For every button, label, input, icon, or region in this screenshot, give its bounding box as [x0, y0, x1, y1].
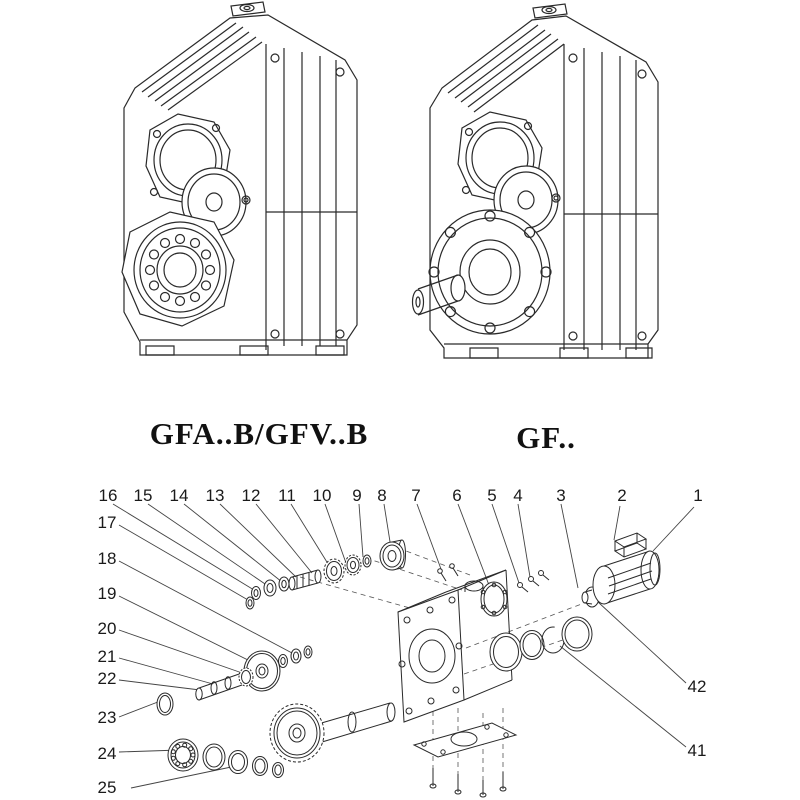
part-number-9: 9: [352, 486, 362, 505]
part-number-16: 16: [98, 486, 118, 505]
part-number-10: 10: [312, 486, 332, 505]
part-number-5: 5: [487, 486, 497, 505]
part-number-3: 3: [556, 486, 566, 505]
part-number-6: 6: [452, 486, 462, 505]
output-gear-and-shaft: [269, 702, 396, 763]
leader-lines: [112, 503, 695, 789]
part-number-2: 2: [617, 486, 627, 505]
part-number-41: 41: [687, 741, 707, 760]
part-number-11: 11: [278, 486, 296, 505]
part-number-15: 15: [133, 486, 153, 505]
part-number-1: 1: [693, 486, 703, 505]
motor-drawing: [581, 532, 661, 608]
part-number-20: 20: [97, 619, 117, 638]
part-number-24: 24: [97, 744, 117, 763]
part-number-22: 22: [97, 669, 117, 688]
part-number-19: 19: [97, 584, 117, 603]
part-number-21: 21: [97, 647, 117, 666]
part-number-23: 23: [97, 708, 117, 727]
part-number-18: 18: [97, 549, 117, 568]
flange-gasket-and-screws: [480, 570, 550, 617]
model-label-gfab: GFA..B/GFV..B: [149, 416, 369, 451]
base-plate-and-bolts: [412, 722, 518, 798]
part-number-7: 7: [411, 486, 421, 505]
intermediate-gear-parts: [156, 596, 313, 716]
top-screws: [437, 563, 459, 582]
part-number-25: 25: [97, 778, 117, 797]
part-number-13: 13: [205, 486, 225, 505]
part-number-17: 17: [97, 513, 117, 532]
output-side-rings: [489, 616, 593, 672]
input-shaft-parts: [251, 539, 406, 600]
part-number-42: 42: [687, 677, 707, 696]
part-number-14: 14: [169, 486, 189, 505]
part-number-4: 4: [513, 486, 523, 505]
part-number-8: 8: [377, 486, 387, 505]
gearbox-drawing-gf: [411, 3, 659, 359]
gearbox-drawing-gfab: [121, 1, 358, 356]
model-label-gf: GF..: [516, 420, 576, 455]
bearing-and-rings: [167, 738, 284, 778]
part-number-12: 12: [241, 486, 261, 505]
exploded-view-drawing: [156, 532, 661, 798]
